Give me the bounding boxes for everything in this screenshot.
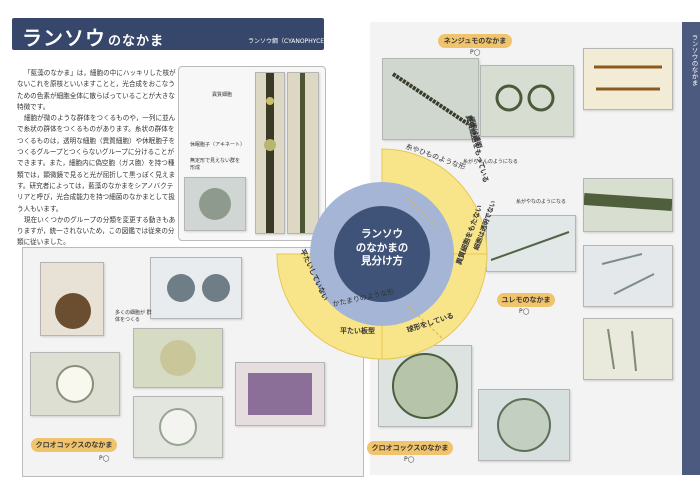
label-wavy: 糸がやなのようになる bbox=[516, 199, 567, 205]
intro-paragraph-2: 細胞が微のような群体をつくるものや，一列に並んで糸状の群体をつくるものがあります… bbox=[17, 114, 176, 213]
label-many-cells: 多くの細胞が 群体をつくる bbox=[115, 310, 152, 323]
photo-colony-olive bbox=[133, 328, 223, 388]
photo-colony-dark bbox=[40, 262, 104, 336]
photo-colony-dots bbox=[150, 257, 242, 319]
intro-paragraph-3: 現在いくつかのグループの分類を変更する動きもありますが，統一されないため，この図… bbox=[17, 215, 176, 247]
photo-yure-cluster bbox=[583, 318, 673, 380]
group-nenju-label[interactable]: ネンジュモのなかま bbox=[438, 34, 512, 48]
group-chroo-left-page: P◯ bbox=[99, 455, 110, 462]
classification-wheel bbox=[276, 148, 488, 360]
group-chroo-right-label[interactable]: クロオコックスのなかま bbox=[367, 441, 453, 455]
group-chroo-right-page: P◯ bbox=[404, 456, 415, 463]
photo-colony-bubbles bbox=[30, 352, 120, 416]
intro-text: 「藍藻のなかま」は，細胞の中にハッキリした核がないこれを原核といいますことと，光… bbox=[17, 68, 177, 249]
label-spiral: 糸がらせんのようになる bbox=[463, 159, 518, 165]
photo-needle-cells bbox=[583, 48, 673, 110]
label-colony: 無定形で見えない群を形成 bbox=[190, 158, 241, 171]
label-heterocyst: 異質細胞 bbox=[212, 92, 233, 98]
side-index-tab[interactable] bbox=[682, 22, 700, 475]
side-index-tab-label: ランソウのなかま bbox=[690, 34, 698, 86]
photo-nenju-chain bbox=[382, 58, 479, 140]
photo-filament-long bbox=[287, 72, 319, 234]
photo-colony-plate bbox=[235, 362, 325, 426]
ring-flat-label: 平たい板型 bbox=[340, 327, 375, 335]
label-akinete: 休眠胞子（アキネート） bbox=[190, 142, 246, 148]
intro-paragraph-1: 「藍藻のなかま」は，細胞の中にハッキリした核がないこれを原核といいますことと，光… bbox=[17, 69, 176, 111]
photo-colony-small bbox=[184, 177, 246, 231]
title-banner bbox=[12, 18, 324, 50]
photo-filament-heterocyst bbox=[255, 72, 285, 234]
photo-chroo-sphere-2 bbox=[478, 389, 570, 461]
photo-nenju-spiral bbox=[480, 65, 574, 137]
group-chroo-left-label[interactable]: クロオコックスのなかま bbox=[31, 438, 117, 452]
page-title: ランソウのなかま bbox=[22, 26, 165, 50]
group-yure-page: P◯ bbox=[519, 308, 530, 315]
group-yure-label[interactable]: ユレモのなかま bbox=[497, 293, 555, 307]
wheel-center-title: ランソウ のなかまの 見分け方 bbox=[355, 228, 409, 267]
photo-yure-scatter bbox=[583, 245, 673, 307]
page-subtitle: ランソウ綱（CYANOPHYCEAE） bbox=[248, 38, 338, 45]
photo-colony-pale bbox=[133, 396, 223, 458]
group-nenju-page: P◯ bbox=[470, 49, 481, 56]
photo-yure-thick bbox=[583, 178, 673, 232]
